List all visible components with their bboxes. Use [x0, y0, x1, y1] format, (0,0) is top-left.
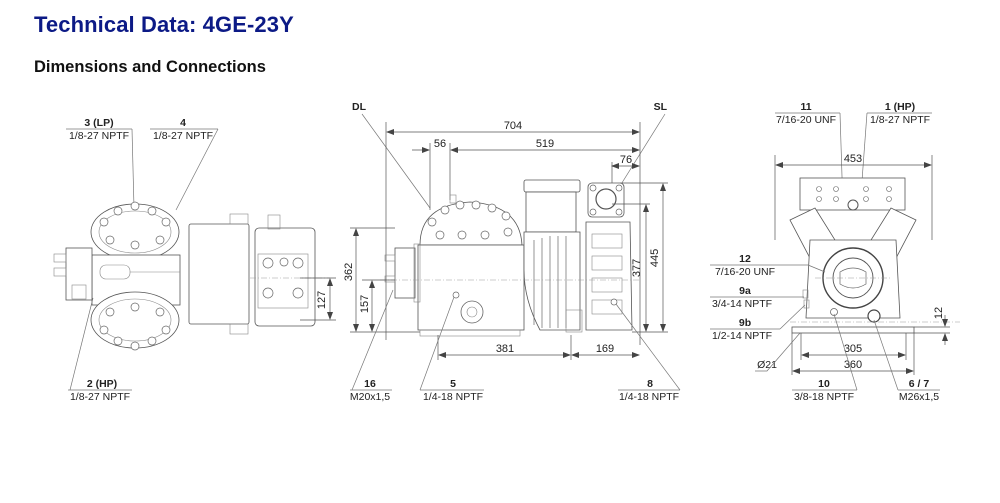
svg-text:3/8-18 NPTF: 3/8-18 NPTF — [794, 391, 854, 403]
svg-text:6 / 7: 6 / 7 — [909, 378, 930, 390]
callout-9b: 9b 1/2-14 NPTF — [710, 304, 806, 342]
svg-text:169: 169 — [596, 343, 614, 355]
svg-text:7/16-20 UNF: 7/16-20 UNF — [776, 114, 836, 126]
svg-text:1/8-27 NPTF: 1/8-27 NPTF — [70, 391, 130, 403]
svg-text:8: 8 — [647, 378, 653, 390]
svg-text:360: 360 — [844, 359, 862, 371]
svg-text:1/4-18 NPTF: 1/4-18 NPTF — [423, 391, 483, 403]
svg-text:157: 157 — [359, 295, 371, 313]
svg-text:1/8-27 NPTF: 1/8-27 NPTF — [870, 114, 930, 126]
svg-text:56: 56 — [434, 138, 446, 150]
svg-text:4: 4 — [180, 117, 186, 129]
callout-12: 12 7/16-20 UNF — [710, 253, 826, 278]
callout-6-7: 6 / 7 M26x1,5 — [873, 319, 940, 403]
svg-text:1/2-14 NPTF: 1/2-14 NPTF — [712, 330, 772, 342]
callout-16: 16 M20x1,5 — [350, 289, 394, 403]
callout-10: 10 3/8-18 NPTF — [792, 313, 858, 403]
svg-text:305: 305 — [844, 343, 862, 355]
side-view: DL SL 704 56 519 76 — [343, 101, 681, 403]
svg-text:9a: 9a — [739, 285, 751, 297]
svg-text:7/16-20 UNF: 7/16-20 UNF — [715, 266, 775, 278]
callout-hole-diameter: Ø21 — [755, 332, 801, 372]
svg-text:5: 5 — [450, 378, 456, 390]
dim-704: 704 — [385, 120, 641, 345]
svg-text:381: 381 — [496, 343, 514, 355]
dim-127: 127 — [300, 277, 336, 321]
svg-text:445: 445 — [649, 249, 661, 267]
top-view: 3 (LP) 1/8-27 NPTF 4 1/8-27 NPTF — [53, 117, 336, 403]
svg-text:2 (HP): 2 (HP) — [87, 378, 117, 390]
svg-text:453: 453 — [844, 153, 862, 165]
svg-text:377: 377 — [631, 259, 643, 277]
dim-12: 12 — [914, 307, 950, 345]
svg-text:12: 12 — [739, 253, 751, 265]
svg-text:16: 16 — [364, 378, 376, 390]
dim-56-519: 56 519 — [412, 138, 640, 210]
svg-text:76: 76 — [620, 154, 632, 166]
svg-text:1/8-27 NPTF: 1/8-27 NPTF — [153, 130, 213, 142]
dim-381-169: 381 169 — [437, 335, 640, 360]
svg-text:3/4-14 NPTF: 3/4-14 NPTF — [712, 298, 772, 310]
dim-377-445: 377 445 — [612, 182, 668, 333]
svg-text:704: 704 — [504, 120, 522, 132]
callout-5: 5 1/4-18 NPTF — [419, 296, 484, 403]
svg-text:3 (LP): 3 (LP) — [84, 117, 113, 129]
svg-text:1 (HP): 1 (HP) — [885, 101, 915, 113]
svg-text:519: 519 — [536, 138, 554, 150]
dim-305-360: 305 360 — [791, 333, 915, 375]
callout-2-hp: 2 (HP) 1/8-27 NPTF — [68, 297, 132, 403]
section-subtitle: Dimensions and Connections — [34, 58, 266, 76]
svg-text:1/4-18 NPTF: 1/4-18 NPTF — [619, 391, 679, 403]
label-sl: SL — [654, 101, 668, 113]
svg-text:M26x1,5: M26x1,5 — [899, 391, 939, 403]
label-dl: DL — [352, 101, 367, 113]
svg-text:362: 362 — [343, 263, 355, 281]
callout-1-hp: 1 (HP) 1/8-27 NPTF — [859, 101, 932, 209]
svg-text:12: 12 — [933, 307, 945, 319]
svg-text:11: 11 — [800, 101, 811, 113]
callout-3-lp: 3 (LP) 1/8-27 NPTF — [66, 117, 135, 209]
svg-text:M20x1,5: M20x1,5 — [350, 391, 390, 403]
dim-362-157: 362 157 — [343, 227, 420, 333]
page-title: Technical Data: 4GE-23Y — [34, 12, 294, 37]
svg-text:10: 10 — [818, 378, 830, 390]
callout-4: 4 1/8-27 NPTF — [150, 117, 219, 211]
callout-8: 8 1/4-18 NPTF — [615, 303, 681, 403]
svg-text:9b: 9b — [739, 317, 751, 329]
svg-text:127: 127 — [316, 291, 328, 309]
end-view: 11 7/16-20 UNF 1 (HP) 1/8-27 NPTF 453 — [710, 101, 960, 403]
svg-text:1/8-27 NPTF: 1/8-27 NPTF — [69, 130, 129, 142]
dim-453: 453 — [774, 153, 933, 240]
svg-text:Ø21: Ø21 — [757, 359, 777, 371]
callout-9a: 9a 3/4-14 NPTF — [710, 285, 804, 310]
